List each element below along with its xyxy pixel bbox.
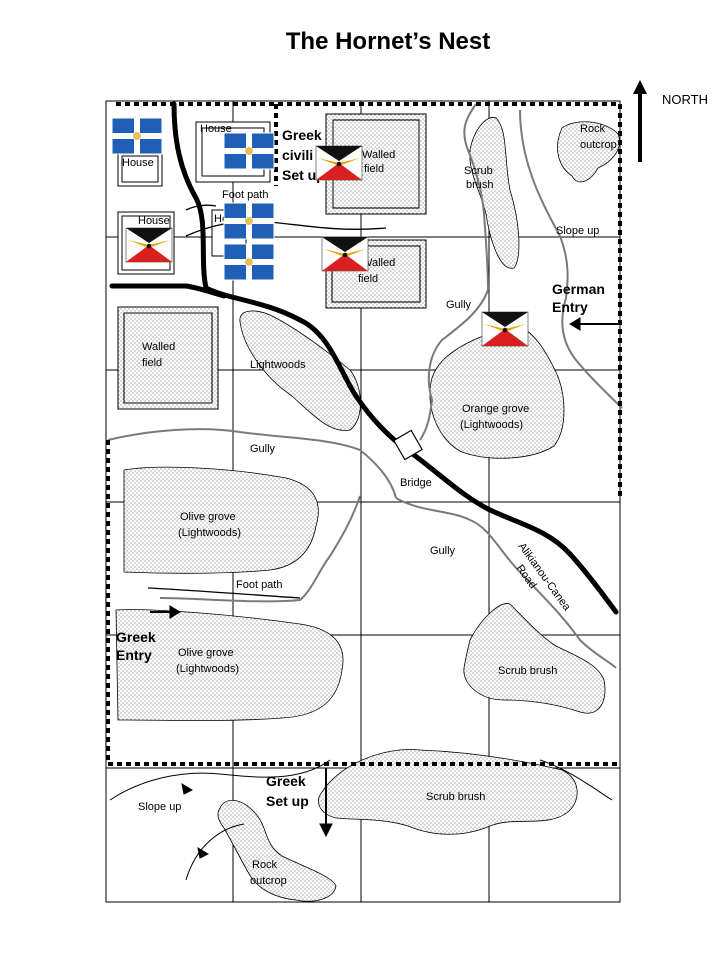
north-arrow-icon — [633, 80, 647, 162]
rock-outcrop-label: outcrop — [580, 139, 617, 151]
walled-field-label: field — [142, 357, 162, 369]
orange-grove-label: (Lightwoods) — [460, 419, 523, 431]
walled-field-label: field — [358, 273, 378, 285]
deployment-borders — [106, 102, 622, 766]
scrub-brush-n — [469, 116, 520, 269]
rock-outcrop-label: outcrop — [250, 875, 287, 887]
greek-entry-callout: Entry — [116, 647, 152, 663]
alikianou-canea-road — [109, 101, 619, 615]
rock-outcrop-south — [217, 800, 337, 902]
german-flag-icon — [125, 227, 173, 263]
house-label: House — [122, 157, 154, 169]
lightwoods-label: Lightwoods — [250, 359, 306, 371]
foot-path-label: Foot path — [236, 579, 282, 591]
structures — [117, 113, 427, 410]
german-flag-icon — [315, 145, 363, 181]
scrub-brush-south — [318, 749, 578, 835]
walled-field-label: Walled — [362, 257, 395, 269]
lightwoods-area — [239, 310, 361, 431]
north-label: NORTH — [662, 92, 708, 107]
scrub-brush-label: Scrub brush — [426, 791, 485, 803]
german-entry-callout: German — [552, 281, 605, 297]
terrain-areas — [115, 116, 620, 902]
walled-field-label: Walled — [142, 341, 175, 353]
house-label: House — [138, 215, 170, 227]
olive-grove-label: (Lightwoods) — [176, 663, 239, 675]
greek-flag-icon — [223, 202, 275, 240]
house-label: House — [200, 123, 232, 135]
scrub-brush-label: brush — [466, 179, 494, 191]
orange-grove-label: Orange grove — [462, 403, 529, 415]
greek-civilians-callout: civili — [282, 147, 313, 163]
greek-flag-icon — [223, 243, 275, 281]
slope-up-label: Slope up — [556, 225, 599, 237]
german-flag-icon — [481, 311, 529, 347]
olive-grove-south — [115, 609, 344, 721]
scrub-brush-label: Scrub brush — [498, 665, 557, 677]
rock-outcrop-label: Rock — [252, 859, 278, 871]
map-title: The Hornet’s Nest — [286, 28, 490, 55]
german-entry-callout: Entry — [552, 299, 588, 315]
bridge-icon — [393, 429, 423, 461]
arrows — [150, 317, 620, 859]
gully-label: Gully — [430, 545, 456, 557]
german-flag-icon — [321, 236, 369, 272]
walled-field-label: field — [364, 163, 384, 175]
rock-outcrop-label: Rock — [580, 123, 606, 135]
greek-setup-callout: Greek — [266, 773, 306, 789]
olive-grove-label: Olive grove — [178, 647, 234, 659]
gully-label: Gully — [250, 443, 276, 455]
scrub-brush-label: Scrub — [464, 165, 493, 177]
bridge-label: Bridge — [400, 477, 432, 489]
greek-setup-callout: Set up — [266, 793, 309, 809]
gullies — [107, 103, 623, 669]
greek-civilians-callout: Greek — [282, 127, 322, 143]
slopes — [109, 759, 613, 881]
greek-flag-icon — [223, 132, 275, 170]
greek-civilians-callout: Set up — [282, 167, 325, 183]
slope-up-label: Slope up — [138, 801, 181, 813]
terrain-labels: House House House House Walled field Wal… — [122, 123, 617, 887]
olive-grove-north — [123, 466, 319, 574]
olive-grove-label: (Lightwoods) — [178, 527, 241, 539]
scrub-brush-east — [463, 603, 606, 714]
rock-outcrop-ne — [557, 121, 620, 183]
olive-grove-label: Olive grove — [180, 511, 236, 523]
greek-flag-icon — [111, 117, 163, 155]
greek-entry-callout: Greek — [116, 629, 156, 645]
deployment-callouts: Greek civili Set up German Entry Greek E… — [116, 127, 605, 809]
foot-path-label: Foot path — [222, 189, 268, 201]
gully-label: Gully — [446, 299, 472, 311]
walled-field-label: Walled — [362, 149, 395, 161]
